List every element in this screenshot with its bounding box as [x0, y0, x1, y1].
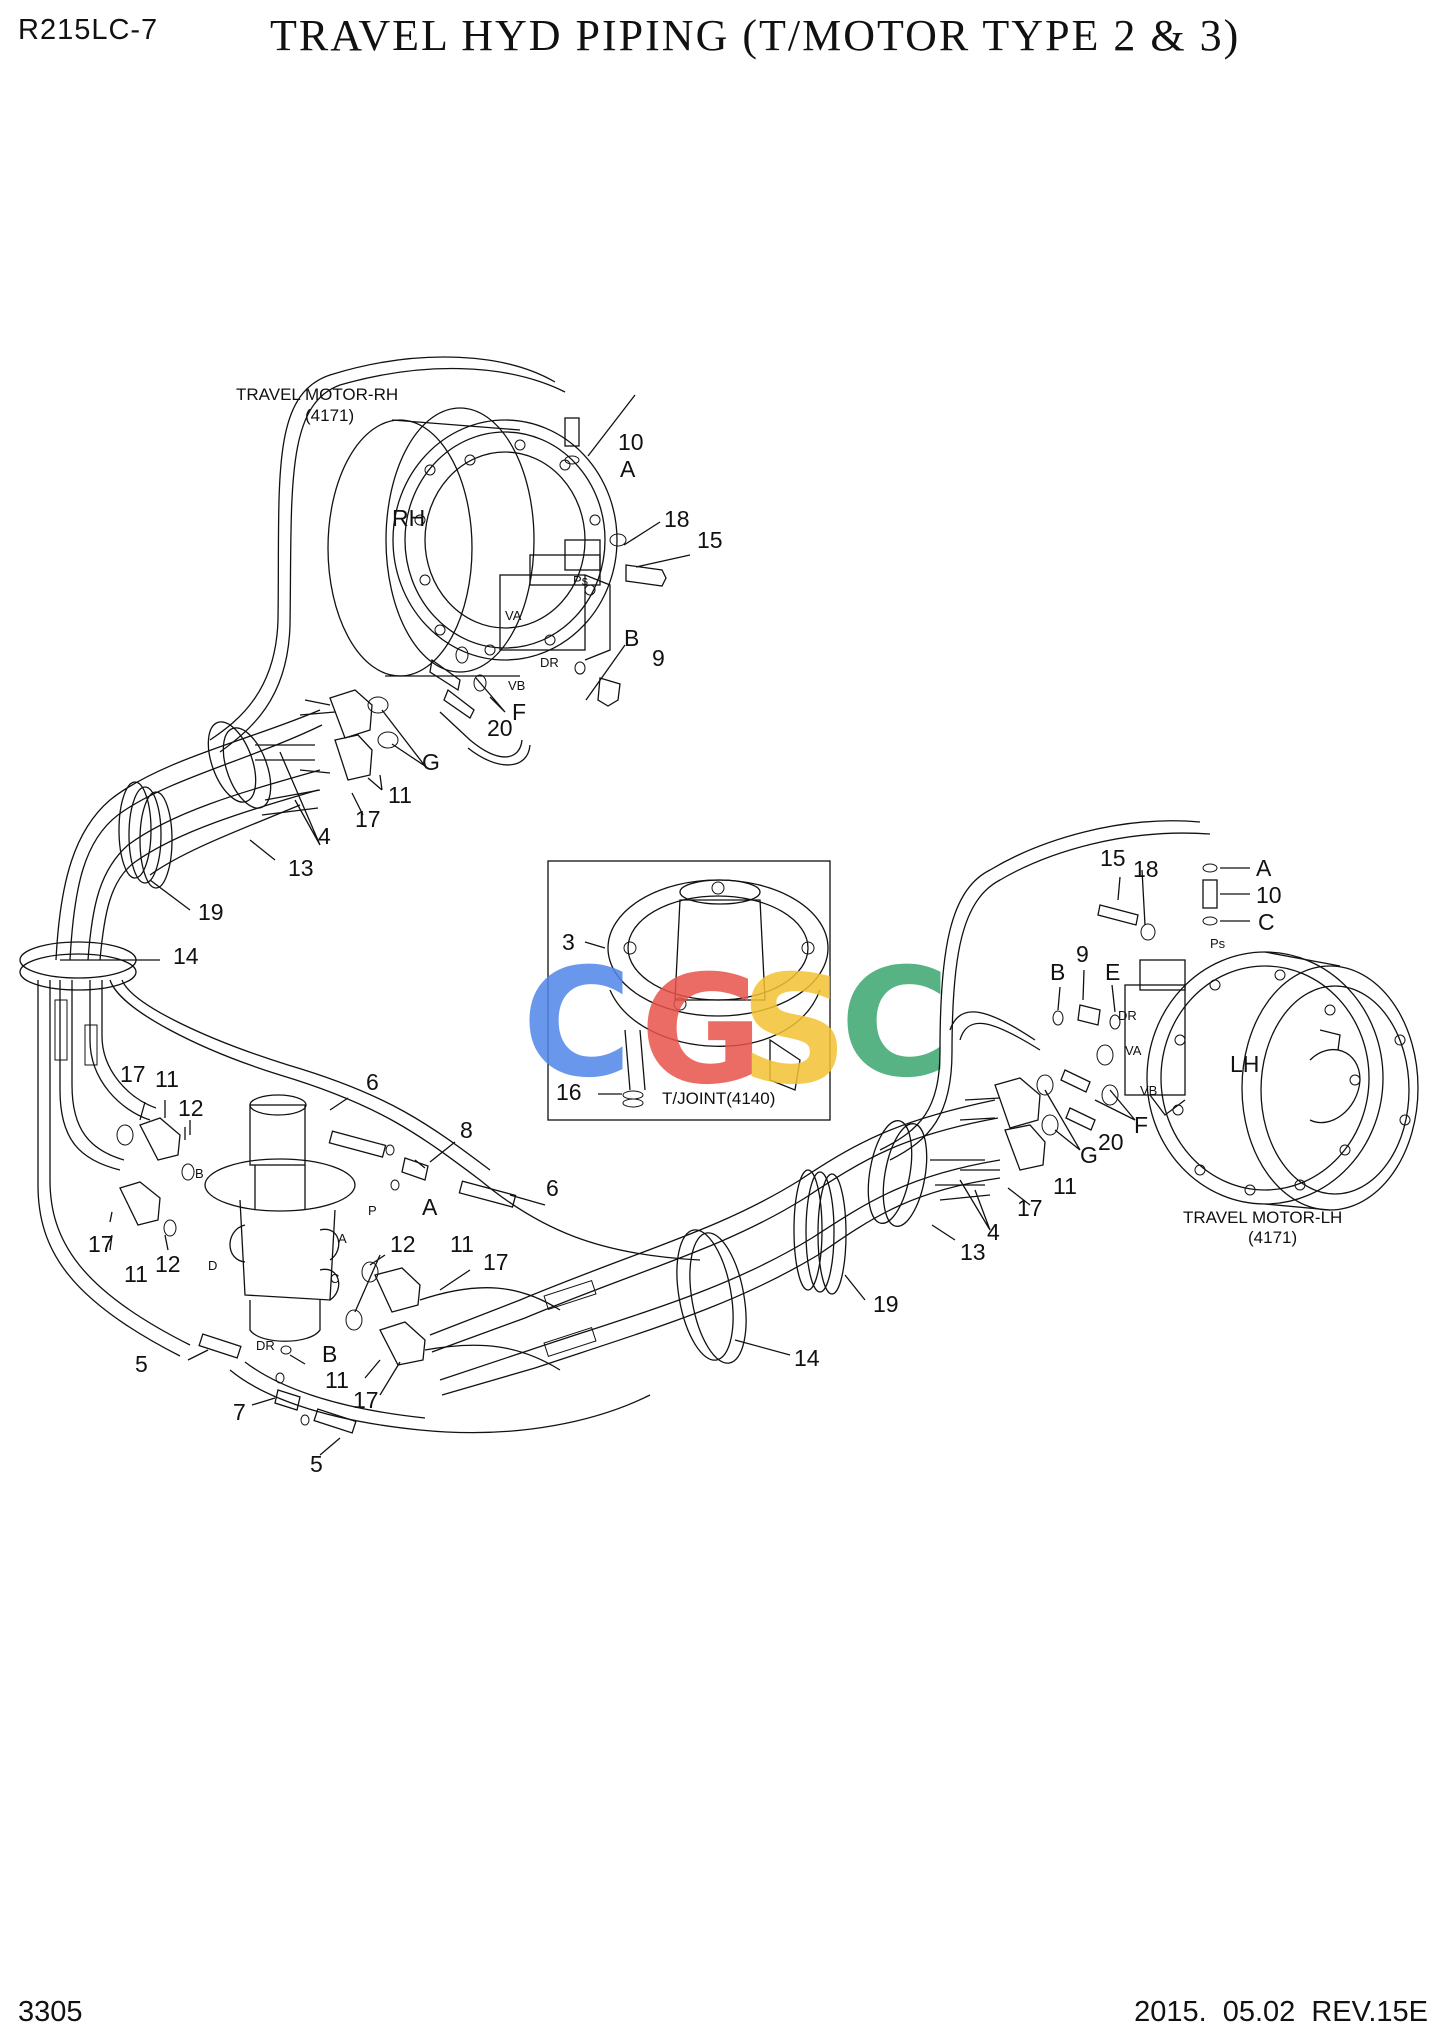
rh-port-va: VA: [505, 608, 522, 623]
callout-7: 7: [233, 1399, 246, 1425]
page-title: TRAVEL HYD PIPING (T/MOTOR TYPE 2 & 3): [270, 11, 1241, 60]
revision-date: 2015. 05.02 REV.15E: [1134, 1996, 1428, 2028]
lh-port-va: VA: [1125, 1043, 1142, 1058]
rh-mark: RH: [392, 505, 425, 531]
cgsc-watermark: C G S C: [522, 937, 950, 1118]
rh-port-vb: VB: [508, 678, 525, 693]
callout-11c: 11: [450, 1231, 474, 1257]
callout-rh-9: 9: [652, 645, 665, 671]
callout-lh-11: 11: [1053, 1173, 1077, 1199]
callout-rh-13: 13: [288, 855, 314, 881]
callout-17b: 17: [88, 1231, 114, 1257]
callout-17a: 17: [120, 1061, 146, 1087]
joint-name: T/JOINT(4140): [662, 1089, 775, 1108]
callout-rh-19: 19: [198, 899, 224, 925]
callout-rh-11: 11: [388, 782, 412, 808]
callout-lh-9: 9: [1076, 941, 1089, 967]
lh-mark: LH: [1230, 1051, 1259, 1077]
watermark-letter-s: S: [740, 944, 848, 1118]
callout-11b: 11: [124, 1261, 148, 1287]
rh-port-dr: DR: [540, 655, 559, 670]
callout-lh-g: G: [1080, 1142, 1098, 1168]
j-port-p: P: [368, 1203, 377, 1218]
callout-6b: 6: [546, 1175, 559, 1201]
callout-lh-13: 13: [960, 1239, 986, 1265]
callout-lh-c: C: [1258, 909, 1275, 935]
callout-rh-15: 15: [697, 527, 723, 553]
callout-rh-20: 20: [487, 715, 513, 741]
callout-5b: 5: [310, 1451, 323, 1477]
lh-port-dr: DR: [1118, 1008, 1137, 1023]
callout-17c: 17: [483, 1249, 509, 1275]
callout-lh-a: A: [1256, 855, 1272, 881]
callout-12a: 12: [178, 1095, 204, 1121]
lh-port-ps: Ps: [1210, 936, 1226, 951]
motor-lh-name: TRAVEL MOTOR-LH: [1183, 1208, 1342, 1227]
callout-12b: 12: [155, 1251, 181, 1277]
lh-port-vb: VB: [1140, 1083, 1157, 1098]
callout-5a: 5: [135, 1351, 148, 1377]
rh-port-ps: Ps: [573, 573, 589, 588]
callout-b-center: B: [322, 1341, 337, 1367]
callout-lh-20: 20: [1098, 1129, 1124, 1155]
j-port-dr: DR: [256, 1338, 275, 1353]
callout-lh-4: 4: [987, 1219, 1000, 1245]
callout-6a: 6: [366, 1069, 379, 1095]
j-port-b: B: [195, 1166, 204, 1181]
turning-joint-inset: [547, 860, 831, 1121]
callout-8: 8: [460, 1117, 473, 1143]
motor-lh-code: (4171): [1248, 1228, 1297, 1247]
j-port-c: C: [330, 1271, 339, 1286]
callout-lh-e: E: [1105, 959, 1120, 985]
callout-rh-f: F: [512, 699, 526, 725]
callout-lh-17: 17: [1017, 1195, 1043, 1221]
callout-lh-10: 10: [1256, 882, 1282, 908]
watermark-letter-g: G: [640, 944, 763, 1118]
callout-17d: 17: [353, 1387, 379, 1413]
callout-rh-18: 18: [664, 506, 690, 532]
model-code: R215LC-7: [18, 14, 159, 46]
j-port-d: D: [208, 1258, 217, 1273]
watermark-letter-c2: C: [840, 937, 950, 1111]
callout-16: 16: [556, 1079, 582, 1105]
callout-lh-f: F: [1134, 1112, 1148, 1138]
motor-rh-code: (4171): [305, 406, 354, 425]
callout-a-center: A: [422, 1194, 438, 1220]
callout-lh-18: 18: [1133, 856, 1159, 882]
callout-lh-14: 14: [794, 1345, 820, 1371]
callout-rh-17: 17: [355, 806, 381, 832]
travel-motor-rh: RH Ps VA VB DR: [327, 407, 618, 693]
callout-12c: 12: [390, 1231, 416, 1257]
callout-lh-19: 19: [873, 1291, 899, 1317]
watermark-letter-c1: C: [522, 937, 632, 1111]
travel-motor-lh: LH Ps VA VB DR: [1118, 936, 1419, 1211]
callout-11d: 11: [325, 1367, 349, 1393]
j-port-a: A: [338, 1231, 347, 1246]
callout-lh-b: B: [1050, 959, 1065, 985]
callout-11a: 11: [155, 1066, 179, 1092]
callout-rh-a: A: [620, 456, 636, 482]
page-number: 3305: [18, 1996, 83, 2028]
callout-rh-14: 14: [173, 943, 199, 969]
callout-rh-g: G: [422, 749, 440, 775]
callout-3: 3: [562, 929, 575, 955]
callout-rh-10: 10: [618, 429, 644, 455]
callout-lh-15: 15: [1100, 845, 1126, 871]
callout-rh-4: 4: [318, 823, 331, 849]
callout-rh-b: B: [624, 625, 639, 651]
motor-rh-name: TRAVEL MOTOR-RH: [236, 385, 398, 404]
center-joint: B P A C D DR: [195, 1094, 377, 1355]
